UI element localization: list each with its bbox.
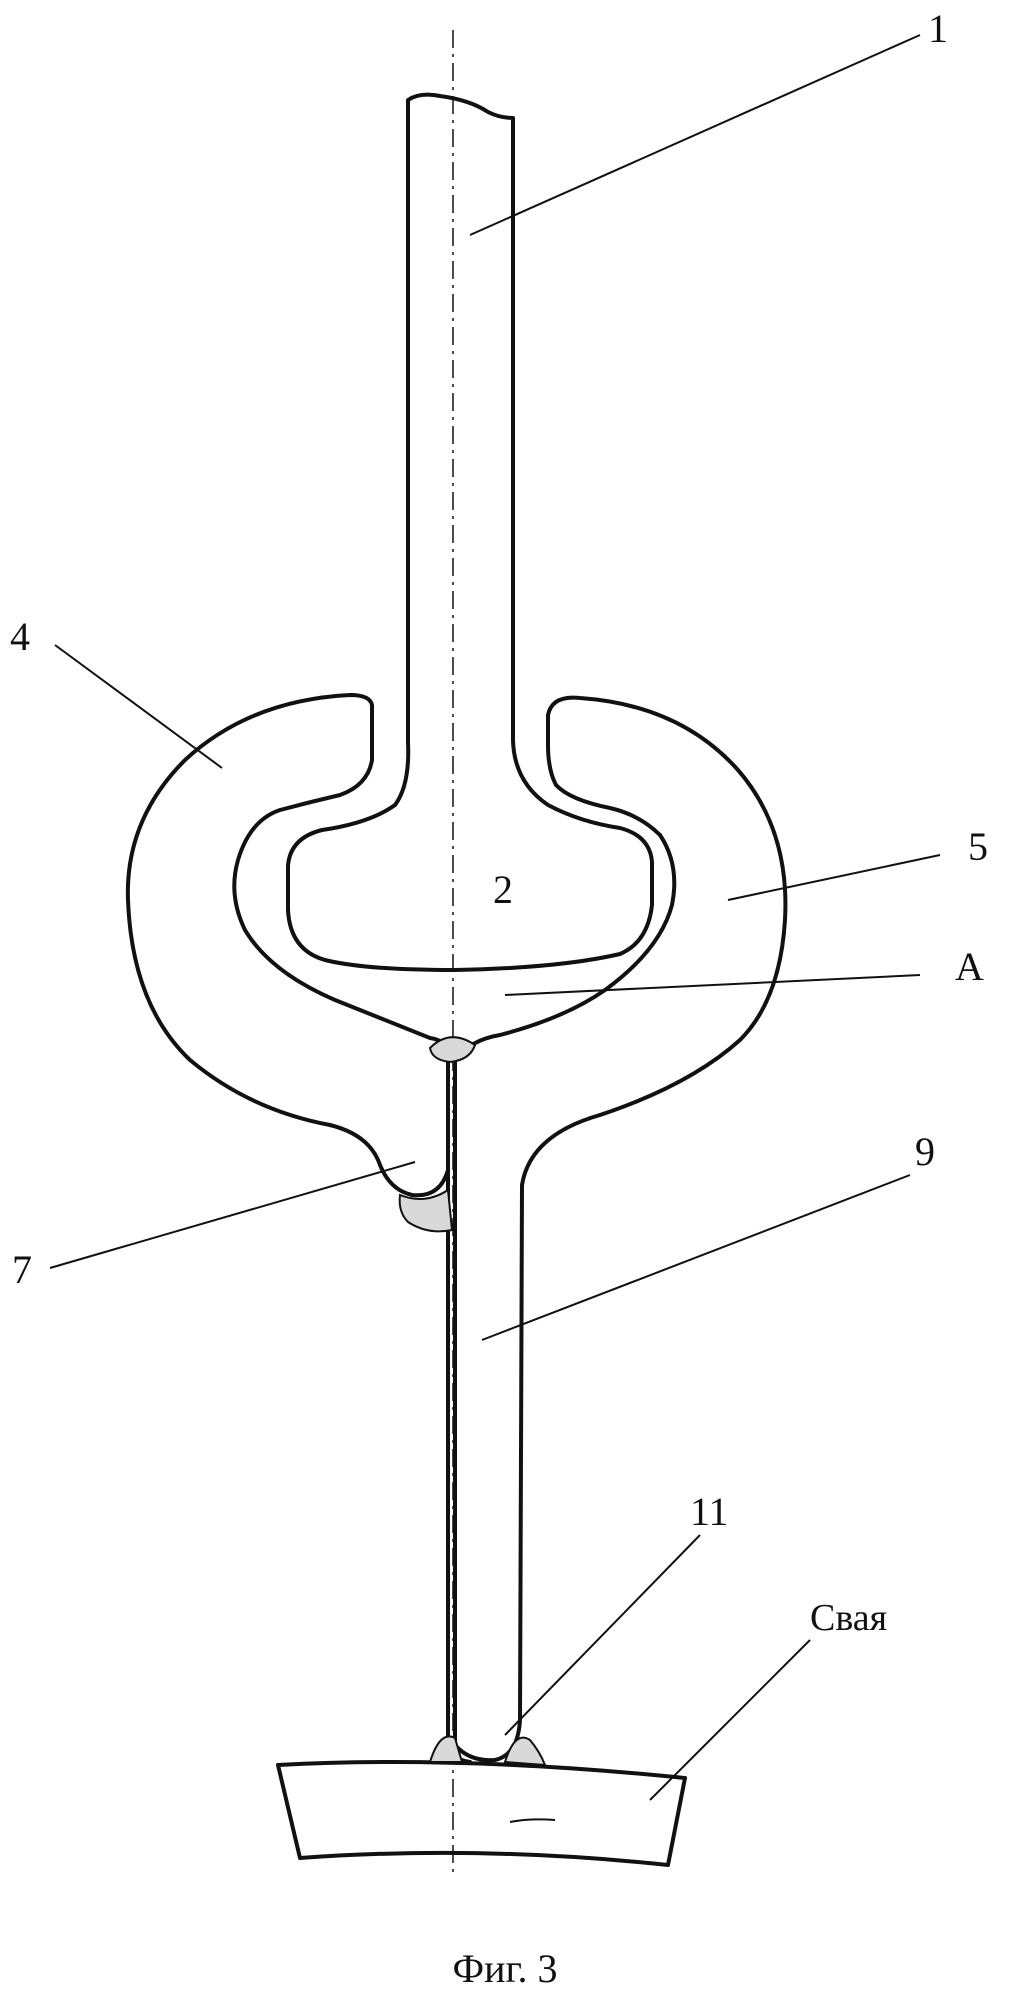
weld-middle xyxy=(398,1188,454,1233)
leader-A xyxy=(504,974,921,996)
label-2: 2 xyxy=(493,867,513,912)
label-9: 9 xyxy=(915,1129,935,1174)
weld-bottom-left xyxy=(428,1735,464,1763)
upper-rod xyxy=(286,92,654,972)
leader-4 xyxy=(54,644,223,769)
pile-mark xyxy=(509,1818,556,1823)
label-pile: Свая xyxy=(810,1597,887,1639)
label-7: 7 xyxy=(12,1247,32,1292)
leader-5 xyxy=(727,854,941,901)
leader-7 xyxy=(49,1161,416,1269)
leader-1 xyxy=(469,34,921,236)
left-hook xyxy=(125,693,450,1198)
leader-pile xyxy=(649,1639,811,1801)
label-1: 1 xyxy=(928,6,948,51)
stem-left-edge xyxy=(446,1168,472,1764)
label-11: 11 xyxy=(690,1489,729,1534)
right-hook xyxy=(453,695,788,1763)
label-5: 5 xyxy=(968,824,988,869)
pile xyxy=(276,1759,687,1867)
label-4: 4 xyxy=(10,614,30,659)
leader-11 xyxy=(504,1534,701,1736)
figure-caption: Фиг. 3 xyxy=(452,1946,558,1991)
weld-bottom-right xyxy=(503,1736,547,1767)
weld-top xyxy=(428,1036,477,1064)
label-A: A xyxy=(955,944,984,989)
leader-9 xyxy=(481,1174,911,1341)
